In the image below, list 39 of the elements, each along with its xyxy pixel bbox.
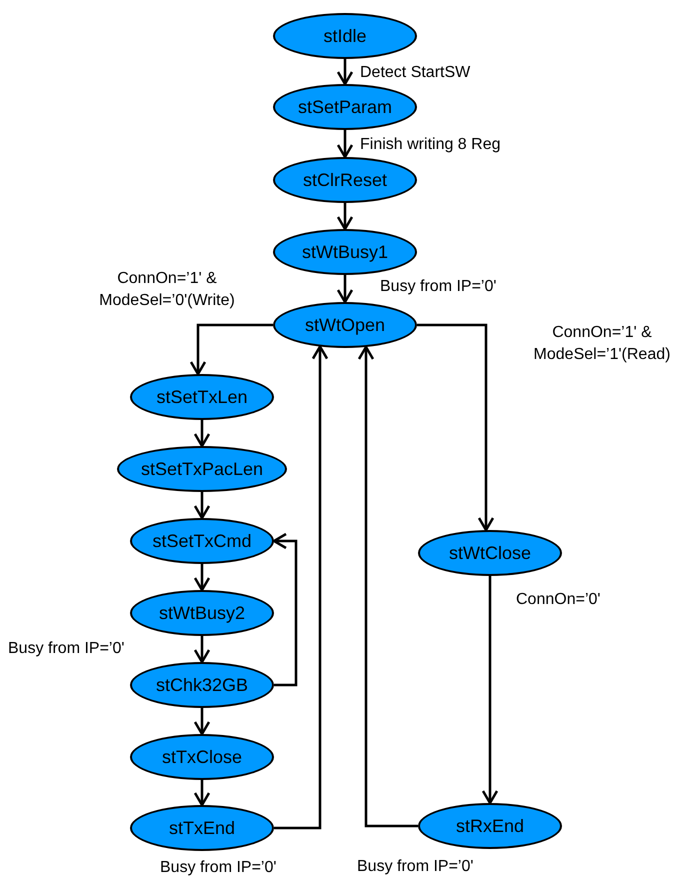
arrow bbox=[336, 203, 354, 230]
arrow bbox=[482, 576, 498, 804]
arrow bbox=[272, 532, 298, 686]
edge-label: Detect StartSW bbox=[360, 63, 472, 83]
state-ellipse: stTxClose bbox=[130, 734, 274, 780]
edge-label: ConnOn=’1' & ModeSel=’1'(Read) bbox=[532, 323, 672, 365]
arrow bbox=[194, 492, 210, 520]
state-ellipse: stIdle bbox=[273, 13, 417, 59]
edge-label: ConnOn=’1' & ModeSel=’0'(Write) bbox=[98, 269, 236, 311]
arrow bbox=[336, 59, 354, 86]
arrow bbox=[274, 345, 328, 830]
state-ellipse: stWtBusy2 bbox=[130, 590, 274, 636]
edge-label: ConnOn=’0' bbox=[516, 590, 602, 610]
arrow bbox=[336, 275, 354, 304]
edge-label: Busy from IP=’0' bbox=[160, 858, 278, 878]
state-ellipse: stClrReset bbox=[273, 157, 417, 203]
arrow bbox=[194, 780, 210, 806]
state-ellipse: stSetParam bbox=[273, 84, 417, 130]
edge-label: Busy from IP=’0' bbox=[357, 857, 474, 877]
arrow bbox=[190, 324, 273, 376]
state-ellipse: stChk32GB bbox=[130, 662, 274, 708]
state-ellipse: stTxEnd bbox=[130, 805, 274, 851]
arrow bbox=[194, 636, 210, 664]
arrow bbox=[194, 420, 210, 448]
state-ellipse: stRxEnd bbox=[418, 803, 562, 849]
edge-label: Busy from IP=’0' bbox=[8, 639, 126, 659]
state-ellipse: stWtOpen bbox=[273, 302, 417, 348]
state-ellipse: stWtClose bbox=[418, 530, 562, 576]
state-ellipse: stWtBusy1 bbox=[273, 229, 417, 275]
arrow bbox=[194, 708, 210, 736]
state-ellipse: stSetTxCmd bbox=[130, 518, 274, 564]
state-ellipse: stSetTxLen bbox=[130, 374, 274, 420]
arrow bbox=[358, 346, 418, 828]
arrow bbox=[194, 564, 210, 592]
arrow bbox=[417, 324, 494, 532]
edge-label: Busy from IP=’0' bbox=[380, 277, 498, 297]
arrow bbox=[336, 130, 354, 158]
edge-label: Finish writing 8 Reg bbox=[360, 135, 502, 155]
state-ellipse: stSetTxPacLen bbox=[117, 446, 287, 492]
